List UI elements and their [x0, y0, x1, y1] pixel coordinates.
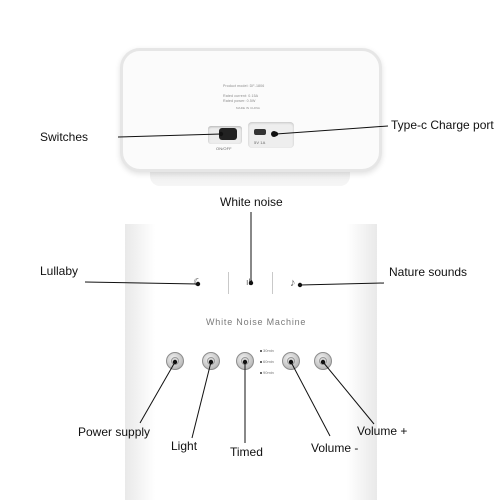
- lullaby-label: Lullaby: [40, 264, 79, 278]
- volume-down-label: Volume -: [311, 441, 359, 455]
- switches-dot: [218, 131, 224, 137]
- white-noise-dot: [248, 280, 254, 286]
- made-in-text: MADE IN CHINA: [236, 106, 260, 110]
- switches-label: Switches: [40, 130, 89, 144]
- switches-line: [117, 133, 222, 138]
- power-dot: [172, 359, 178, 365]
- volume-up-line: [322, 361, 375, 425]
- top-device-back-panel: [120, 48, 382, 172]
- music-note-icon[interactable]: ♪: [290, 277, 296, 289]
- volume-down-line: [290, 361, 331, 437]
- switch-label: ON/OFF: [216, 146, 232, 151]
- nature-sounds-dot: [297, 282, 303, 288]
- usb-port-icon: [254, 129, 266, 135]
- lullaby-dot: [195, 281, 201, 287]
- lullaby-line: [84, 281, 199, 285]
- light-label: Light: [171, 439, 198, 453]
- port-label: 5V 1A: [254, 140, 266, 145]
- product-model-text: Product model: DF-1806: [223, 84, 265, 88]
- volume-up-dot: [320, 359, 326, 365]
- divider-left: [228, 272, 229, 294]
- nature-sounds-label: Nature sounds: [389, 265, 468, 279]
- timed-dot: [242, 359, 248, 365]
- timed-label: Timed: [230, 445, 263, 459]
- on-off-switch[interactable]: [219, 128, 237, 140]
- type-c-line: [275, 125, 389, 135]
- machine-title: White Noise Machine: [206, 317, 307, 327]
- nature-sounds-line: [299, 282, 385, 286]
- timer-option-60: 60min: [260, 359, 274, 364]
- timer-option-30: 30min: [260, 348, 274, 353]
- type-c-label: Type-c Charge port: [391, 118, 494, 132]
- light-line: [191, 361, 212, 439]
- power-supply-line: [139, 361, 176, 424]
- power-supply-label: Power supply: [78, 425, 151, 439]
- rated-power-text: Rated power: 0.5W: [223, 99, 256, 103]
- type-c-dot: [273, 131, 279, 137]
- divider-right: [272, 272, 273, 294]
- white-noise-label: White noise: [220, 195, 283, 209]
- volume-up-label: Volume +: [357, 424, 408, 438]
- timer-option-90: 90min: [260, 370, 274, 375]
- light-dot: [208, 359, 214, 365]
- volume-down-dot: [288, 359, 294, 365]
- rated-current-text: Rated current: 0.15A: [223, 94, 259, 98]
